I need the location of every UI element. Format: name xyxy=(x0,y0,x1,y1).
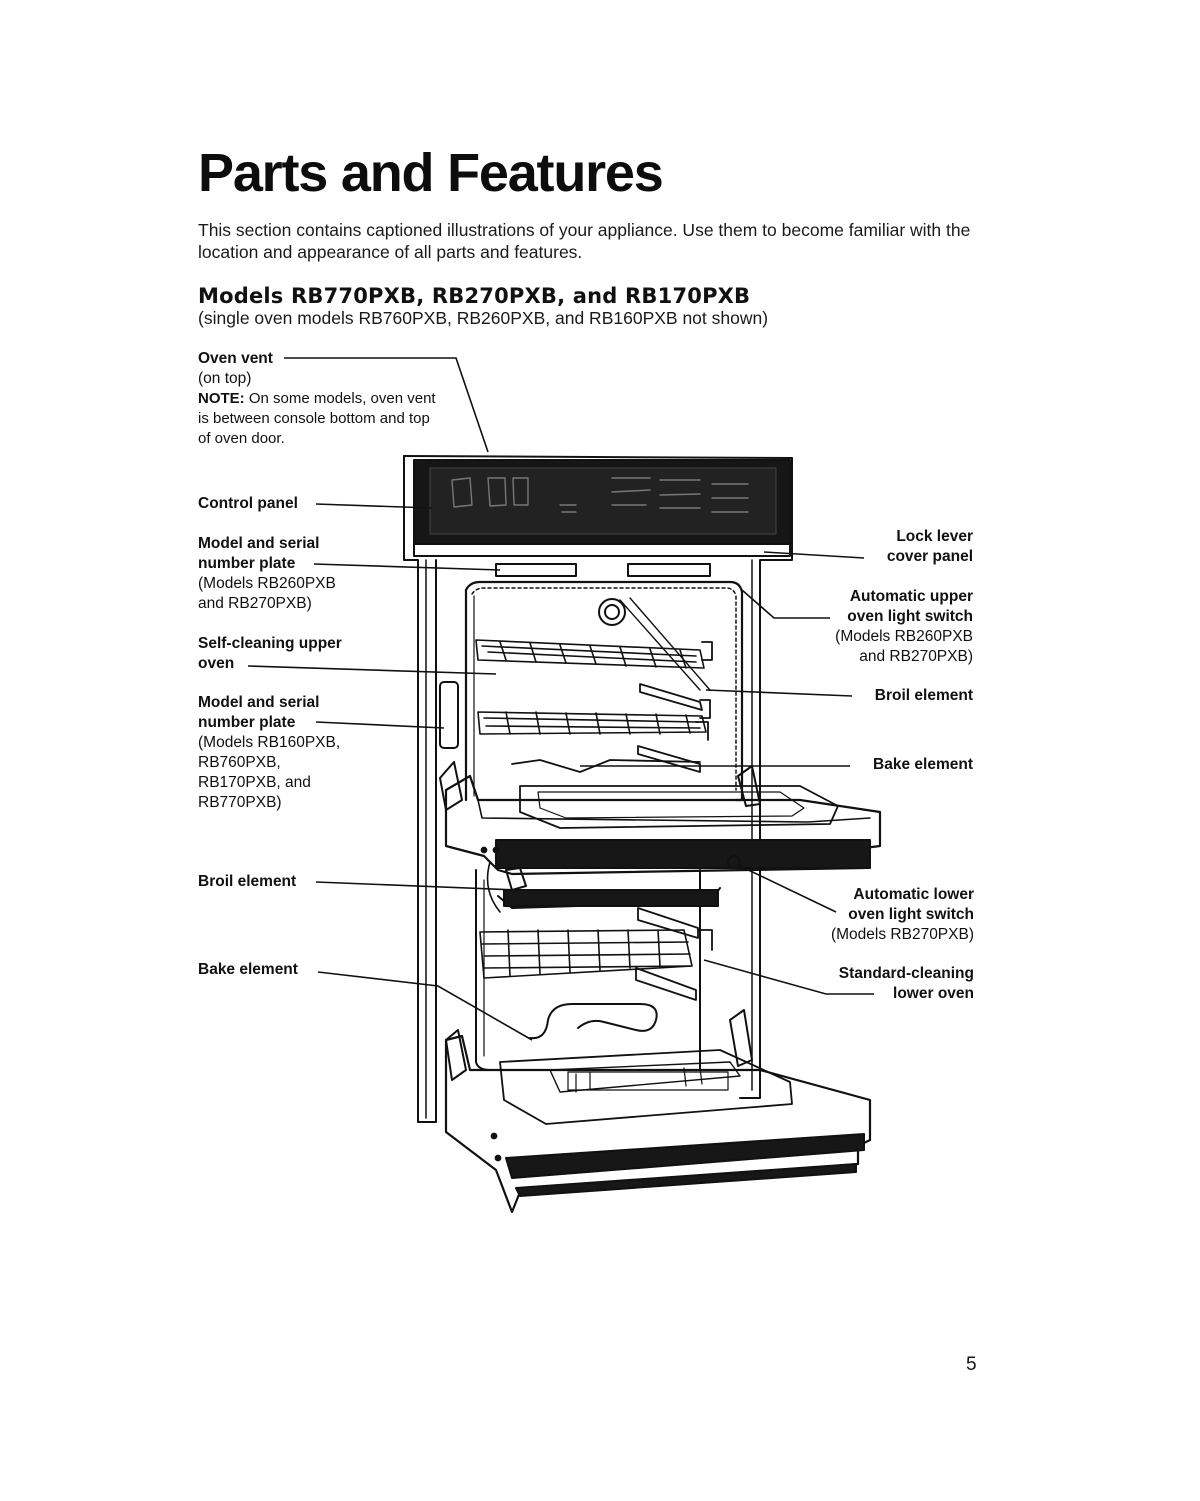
leader-broil-lower xyxy=(315,881,519,891)
upper-oven-frame xyxy=(464,580,744,802)
callout-bake-element-upper: Bake element xyxy=(873,755,973,775)
broil-element-lower-label: Broil element xyxy=(198,873,297,890)
control-panel-label: Control panel xyxy=(198,495,298,512)
lower-bake-element xyxy=(529,1003,658,1040)
oven-vent-note-text: On some models, oven vent is between con… xyxy=(198,390,436,447)
lower-light-switch xyxy=(727,855,741,869)
callout-auto-lower-light: Automatic lower oven light switch (Model… xyxy=(831,885,974,945)
upper-bake-element xyxy=(511,759,701,773)
cabinet-left-side xyxy=(403,455,437,1123)
page-number: 5 xyxy=(966,1354,977,1375)
model-plate-lower-label: Model and serial number plate xyxy=(198,694,320,731)
callout-control-panel: Control panel xyxy=(198,494,298,514)
leader-oven-vent xyxy=(284,357,489,453)
upper-oven-light xyxy=(598,598,626,626)
bake-element-upper-label: Bake element xyxy=(873,756,973,773)
models-subheading: (single oven models RB760PXB, RB260PXB, … xyxy=(198,308,769,328)
model-plate-upper-models: (Models RB260PXB and RB270PXB) xyxy=(198,575,336,612)
auto-lower-light-models: (Models RB270PXB) xyxy=(830,926,974,943)
leader-self-cleaning xyxy=(247,665,497,675)
oven-vent-location: (on top) xyxy=(198,370,252,387)
upper-broil-element xyxy=(619,597,711,691)
oven-vent-label: Oven vent xyxy=(198,350,273,367)
broil-element-upper-label: Broil element xyxy=(874,687,973,704)
plate-side xyxy=(439,681,459,749)
page-title: Parts and Features xyxy=(198,143,664,203)
auto-upper-light-label: Automatic upper oven light switch xyxy=(847,588,973,625)
model-plate-upper-label: Model and serial number plate xyxy=(198,535,320,572)
callout-model-plate-upper: Model and serial number plate (Models RB… xyxy=(198,534,336,614)
callout-auto-upper-light: Automatic upper oven light switch (Model… xyxy=(835,587,973,667)
callout-broil-element-upper: Broil element xyxy=(875,686,973,706)
leader-auto-upper xyxy=(741,589,830,619)
callout-lock-lever: Lock lever cover panel xyxy=(887,527,973,567)
callout-bake-element-lower: Bake element xyxy=(198,960,298,980)
auto-lower-light-label: Automatic lower oven light switch xyxy=(848,886,974,923)
leader-plate-upper xyxy=(313,563,501,571)
auto-upper-light-models: (Models RB260PXB and RB270PXB) xyxy=(835,628,973,665)
callout-model-plate-lower: Model and serial number plate (Models RB… xyxy=(198,693,340,813)
models-heading: Models RB770PXB, RB270PXB, and RB170PXB xyxy=(198,284,751,308)
leader-broil-upper xyxy=(705,689,853,697)
leader-control-panel xyxy=(315,503,433,509)
leader-auto-lower xyxy=(739,865,837,913)
lock-lever-label: Lock lever cover panel xyxy=(886,528,973,565)
intro-paragraph: This section contains captioned illustra… xyxy=(198,220,971,262)
plate-upper-right xyxy=(627,563,711,577)
cabinet-outline xyxy=(403,455,793,1099)
model-plate-lower-models: (Models RB160PXB, RB760PXB, RB170PXB, an… xyxy=(198,734,341,811)
bake-element-lower-label: Bake element xyxy=(198,961,298,978)
note-key: NOTE: xyxy=(198,390,245,407)
callout-oven-vent: Oven vent (on top) NOTE: On some models,… xyxy=(198,349,458,449)
leader-plate-lower xyxy=(315,721,445,729)
leader-bake-lower xyxy=(317,971,533,1041)
standard-cleaning-lower-label: Standard-cleaning lower oven xyxy=(838,965,974,1002)
leader-lock-lever xyxy=(763,551,865,559)
callout-broil-element-lower: Broil element xyxy=(198,872,296,892)
self-cleaning-upper-label: Self-cleaning upper oven xyxy=(198,635,342,672)
leader-standard-cleaning xyxy=(703,959,874,995)
callout-standard-cleaning-lower: Standard-cleaning lower oven xyxy=(839,964,974,1004)
plate-upper-left xyxy=(495,563,577,577)
callout-self-cleaning-upper: Self-cleaning upper oven xyxy=(198,634,342,674)
oven-vent-note: NOTE: On some models, oven vent is betwe… xyxy=(198,389,438,449)
